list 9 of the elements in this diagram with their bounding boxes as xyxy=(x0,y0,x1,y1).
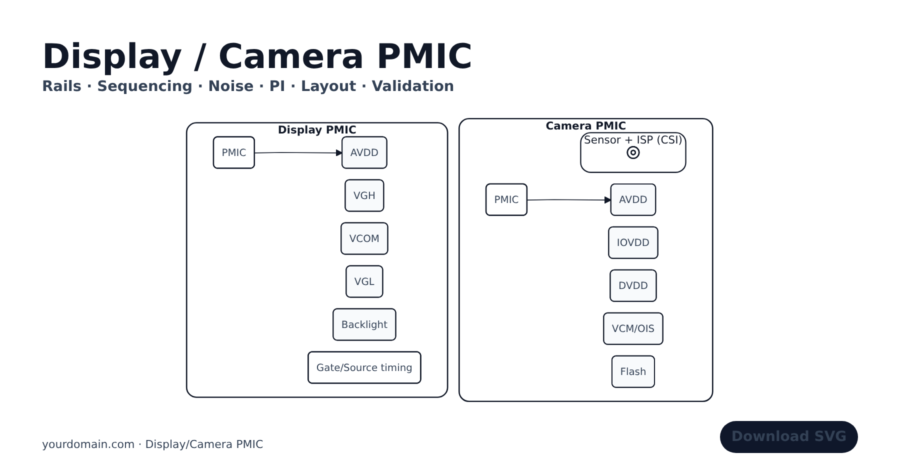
cluster xyxy=(186,122,449,398)
title: Display / Camera PMIC xyxy=(42,36,473,78)
subtitle: Rails · Sequencing · Noise · PI · Layout · Validation xyxy=(42,78,454,96)
arrow xyxy=(254,149,344,157)
footer-caption: yourdomain.com · Display/Camera PMIC xyxy=(42,438,264,452)
flowchart: Display PMIC PMIC AVDD VGH VCOM VGL Backlight Gate/Source timing Camera PMIC Sensor + ISP (CSI) PMIC AVDD IOVDD DVDD VCM/OIS Flash xyxy=(20,112,880,408)
cluster xyxy=(458,118,714,402)
arrow xyxy=(527,196,612,204)
cluster xyxy=(580,132,687,173)
